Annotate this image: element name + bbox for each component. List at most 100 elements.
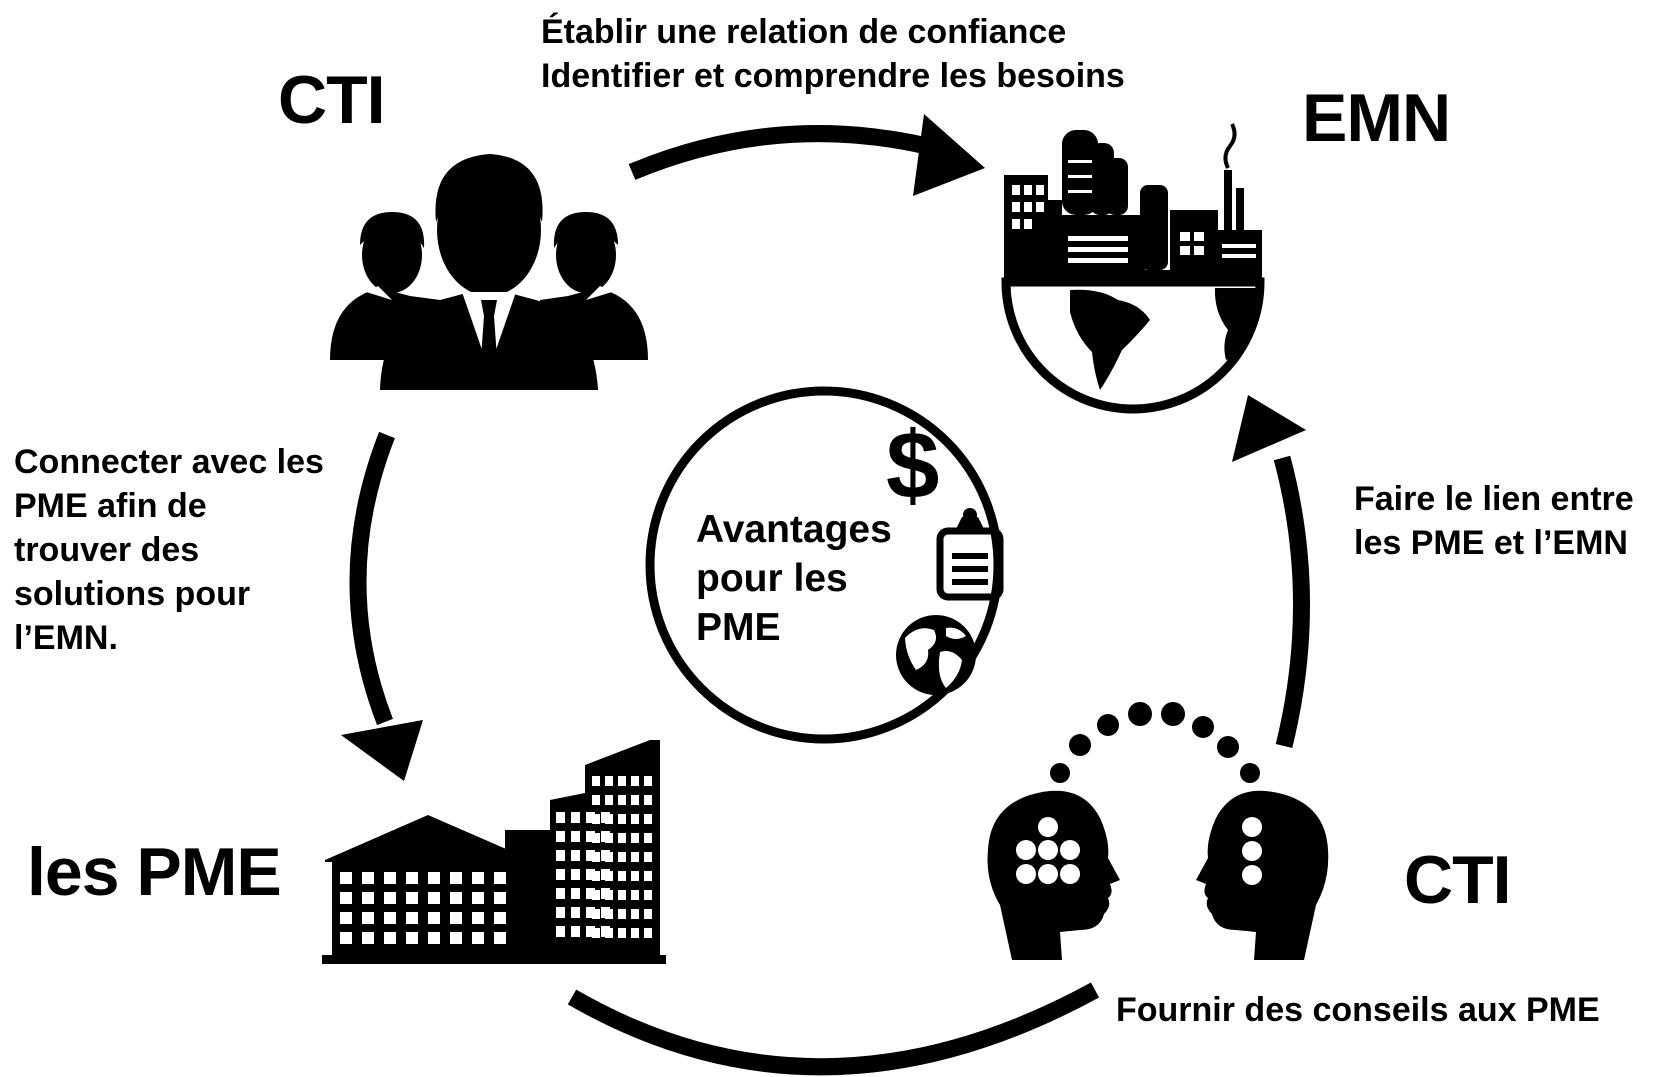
label-cti-bottom: CTI (1404, 842, 1512, 918)
building-window (592, 890, 600, 900)
building-window (571, 831, 580, 842)
building-window (556, 907, 565, 918)
building-window (605, 776, 613, 786)
building-window (618, 928, 626, 938)
building-window (586, 926, 595, 937)
building-window (605, 890, 613, 900)
building-window (450, 872, 462, 884)
label-emn: EMN (1302, 80, 1451, 156)
center-title-line: pour les (696, 557, 848, 600)
building-window (450, 912, 462, 924)
caption-left-line: l’EMN. (14, 619, 118, 657)
building-window (592, 928, 600, 938)
building-window (571, 850, 580, 861)
building-window (605, 852, 613, 862)
globe-icon (896, 615, 976, 695)
building-window (556, 831, 565, 842)
building-window (592, 833, 600, 843)
building-window (586, 850, 595, 861)
building-window (340, 872, 352, 884)
building-window (472, 892, 484, 904)
building-window (631, 833, 639, 843)
building-window (605, 814, 613, 824)
building-window (556, 888, 565, 899)
center-title-line: PME (696, 606, 781, 649)
building-window (618, 852, 626, 862)
building-window (631, 871, 639, 881)
building-window (605, 871, 613, 881)
building-window (631, 776, 639, 786)
building-window (556, 812, 565, 823)
caption-top-line: Établir une relation de confiance (541, 13, 1067, 51)
building-window (362, 912, 374, 924)
caption-right-line: Faire le lien entre (1354, 480, 1634, 518)
building-window (494, 932, 506, 944)
building-window (340, 892, 352, 904)
building-window (592, 871, 600, 881)
building-window (340, 912, 352, 924)
building-window (472, 872, 484, 884)
building-window (586, 831, 595, 842)
building-window (644, 871, 652, 881)
building-window (631, 795, 639, 805)
building-window (362, 932, 374, 944)
building-window (644, 833, 652, 843)
building-window (644, 928, 652, 938)
building-window (631, 852, 639, 862)
center-title-line: Avantages (696, 508, 892, 551)
building-window (618, 909, 626, 919)
building-window (472, 932, 484, 944)
building-window (644, 776, 652, 786)
dollar-icon: $ (886, 412, 940, 519)
building-window (644, 795, 652, 805)
building-window (450, 932, 462, 944)
building-window (586, 907, 595, 918)
building-window (406, 892, 418, 904)
building-window (592, 852, 600, 862)
arrow-cti-to-emn (628, 114, 985, 196)
caption-left-line: trouver des (14, 531, 200, 569)
caption-right: Faire le lien entre les PME et l’EMN (1354, 477, 1634, 565)
building-window (472, 912, 484, 924)
building-window (631, 928, 639, 938)
building-window (406, 932, 418, 944)
building-window (450, 892, 462, 904)
building-window (644, 852, 652, 862)
caption-top: Établir une relation de confiance Identi… (541, 10, 1125, 98)
building-window (428, 872, 440, 884)
building-window (586, 888, 595, 899)
building-window (592, 909, 600, 919)
building-window (605, 795, 613, 805)
building-window (618, 833, 626, 843)
building-window (605, 909, 613, 919)
caption-left-line: Connecter avec les (14, 443, 324, 481)
building-window (618, 795, 626, 805)
caption-right-line: les PME et l’EMN (1354, 524, 1628, 562)
building-window (494, 892, 506, 904)
building-window (592, 814, 600, 824)
building-window (586, 869, 595, 880)
building-window (571, 888, 580, 899)
caption-bottom: Fournir des conseils aux PME (1116, 991, 1600, 1029)
building-window (362, 872, 374, 884)
building-window (618, 890, 626, 900)
clipboard-icon (936, 508, 1004, 601)
building-window (494, 912, 506, 924)
building-window (586, 812, 595, 823)
building-window (556, 850, 565, 861)
building-window (340, 932, 352, 944)
building-window (571, 926, 580, 937)
building-window (384, 872, 396, 884)
building-window (428, 892, 440, 904)
building-window (618, 871, 626, 881)
building-window (618, 776, 626, 786)
caption-left-line: solutions pour (14, 575, 251, 613)
building-window (556, 926, 565, 937)
arrow-cti-to-pme (341, 431, 423, 781)
building-window (592, 776, 600, 786)
building-window (618, 814, 626, 824)
building-window (384, 912, 396, 924)
caption-top-line: Identifier et comprendre les besoins (541, 57, 1125, 95)
building-window (592, 795, 600, 805)
